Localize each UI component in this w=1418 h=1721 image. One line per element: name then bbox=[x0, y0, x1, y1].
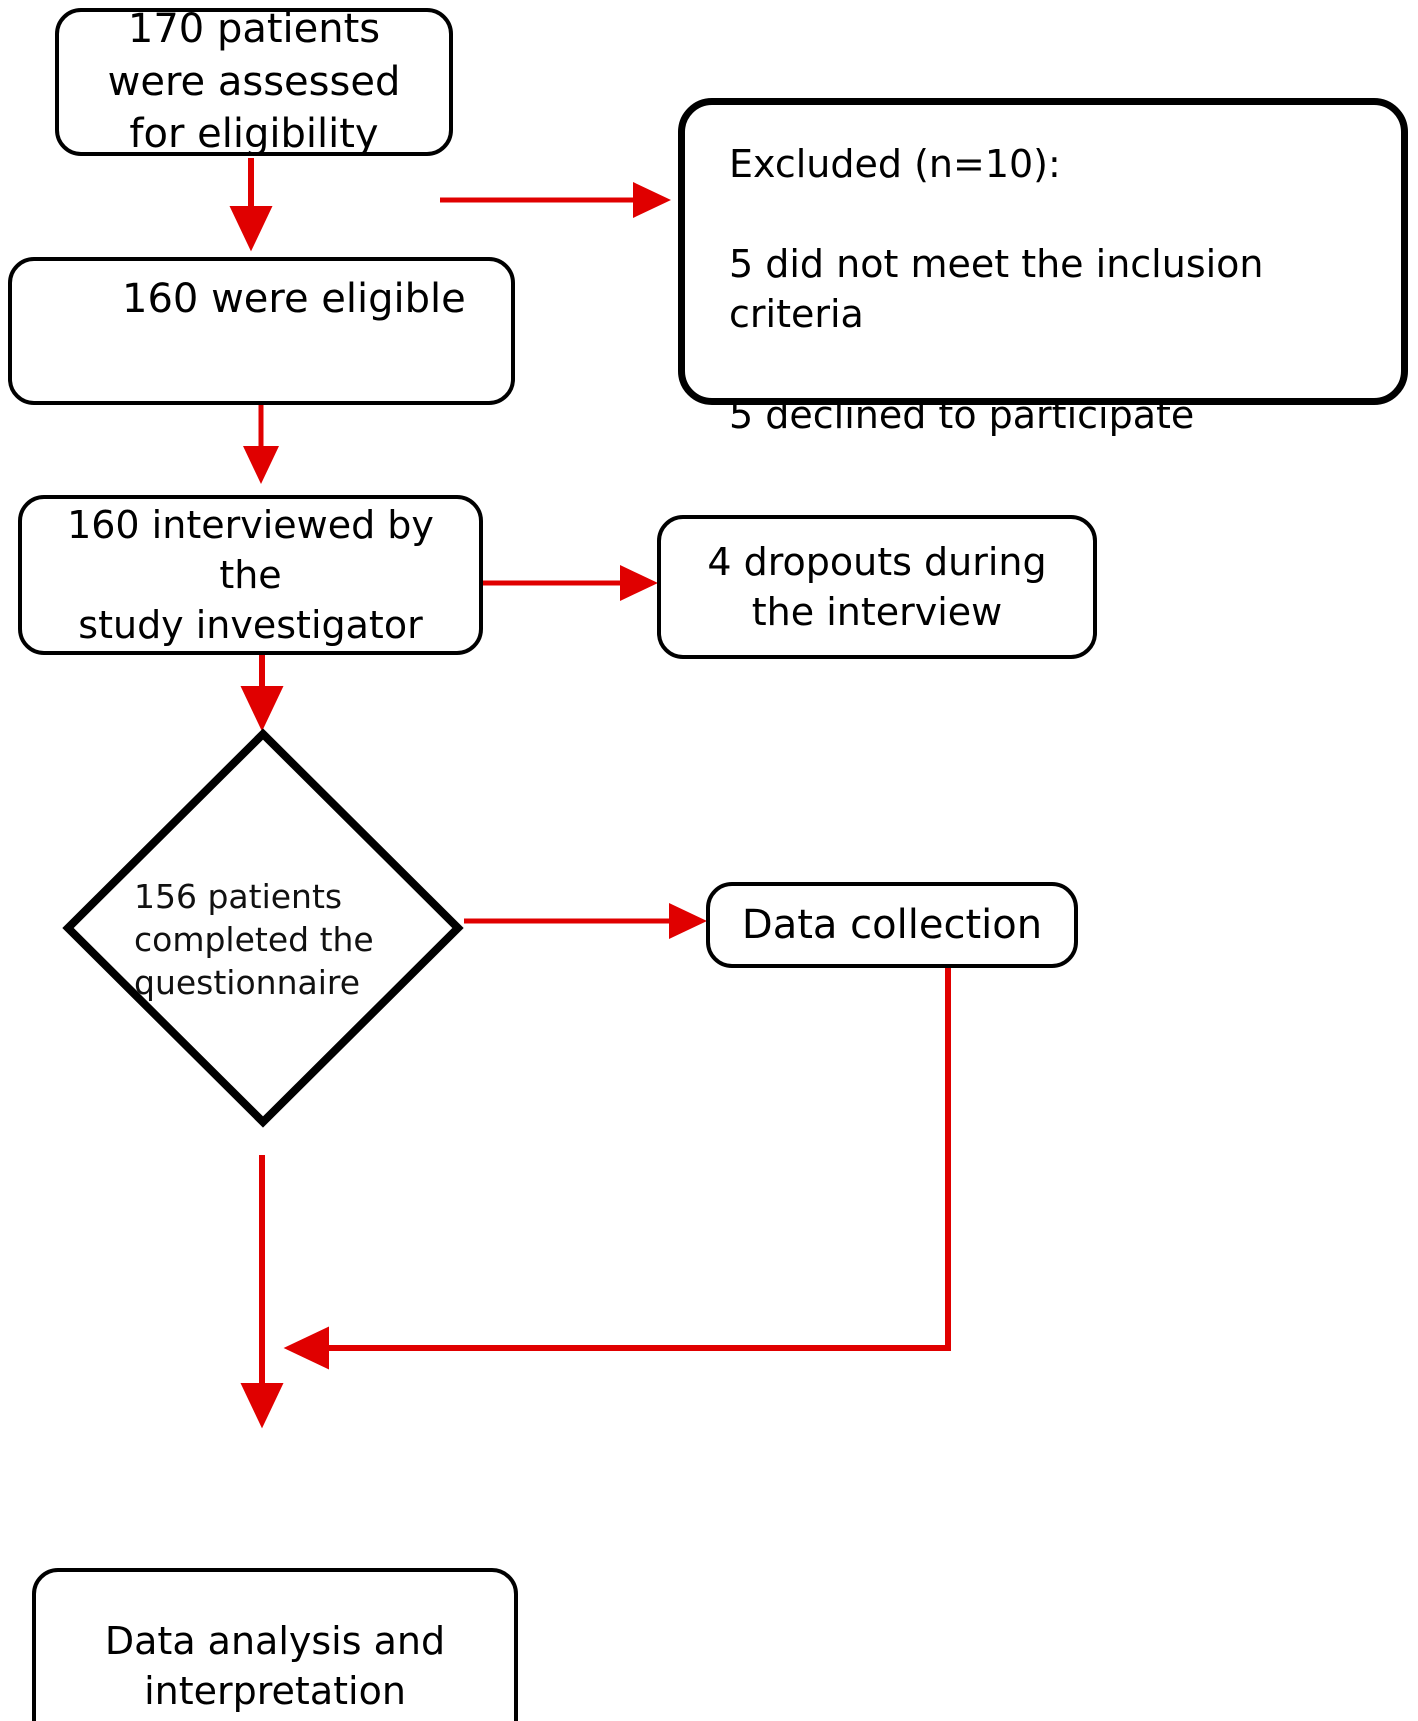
node-interviewed[interactable]: 160 interviewed by the study investigato… bbox=[18, 495, 483, 655]
node-data-analysis[interactable]: Data analysis and interpretation bbox=[32, 1568, 518, 1721]
node-assessed-for-eligibility[interactable]: 170 patients were assessed for eligibili… bbox=[55, 6, 453, 157]
node-eligible[interactable]: 160 were eligible bbox=[8, 257, 515, 405]
node-dropouts-label: 4 dropouts during the interview bbox=[707, 539, 1047, 634]
node-excluded-label: Excluded (n=10): 5 did not meet the incl… bbox=[729, 142, 1264, 437]
node-dropouts[interactable]: 4 dropouts during the interview bbox=[657, 515, 1097, 659]
node-assessed-label: 170 patients were assessed for eligibili… bbox=[107, 5, 401, 158]
node-completed-label: 156 patients completed the questionnaire bbox=[134, 877, 374, 1002]
node-eligible-label: 160 were eligible bbox=[122, 276, 466, 322]
node-interviewed-label: 160 interviewed by the study investigato… bbox=[67, 502, 434, 648]
node-data-analysis-label: Data analysis and interpretation bbox=[104, 1618, 446, 1713]
node-data-collection-label: Data collection bbox=[741, 901, 1043, 948]
diamond-shape bbox=[62, 728, 464, 1128]
node-data-collection[interactable]: Data collection bbox=[706, 882, 1078, 968]
node-completed-questionnaire[interactable]: 156 patients completed the questionnaire bbox=[62, 728, 464, 1128]
node-excluded[interactable]: Excluded (n=10): 5 did not meet the incl… bbox=[678, 98, 1408, 437]
